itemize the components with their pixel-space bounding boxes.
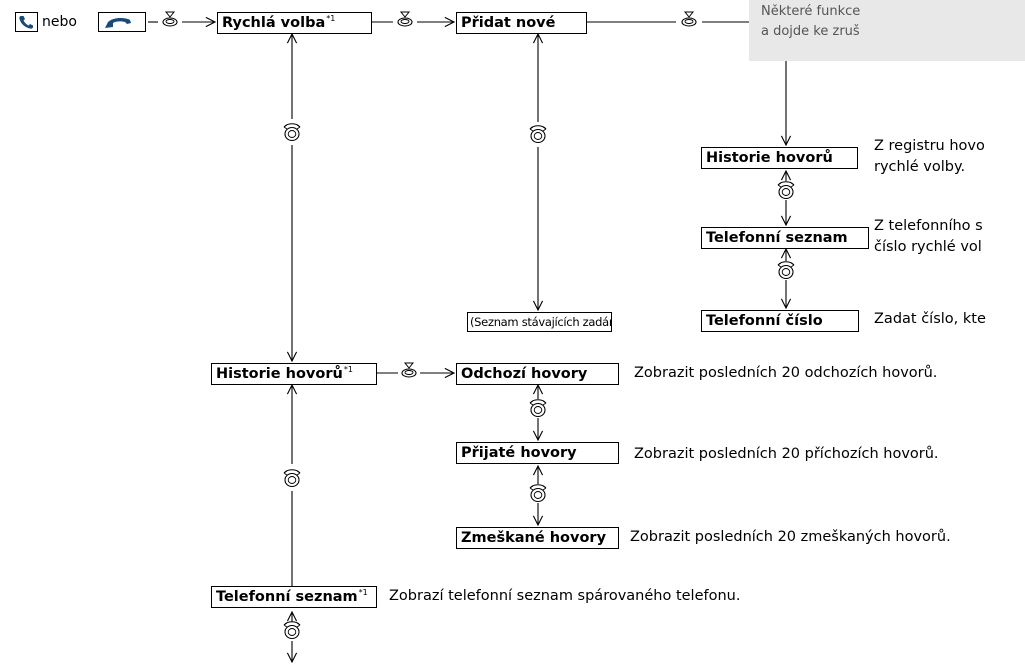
phonebook-label: Telefonní seznam	[216, 589, 358, 605]
phone-number-box: Telefonní číslo	[701, 310, 859, 332]
add-new-box: Přidat nové	[456, 12, 587, 34]
phonebook-sub-box: Telefonní seznam	[701, 227, 869, 249]
note-panel: Některé funkce a dojde ke zruš	[749, 0, 1025, 61]
speed-dial-box: Rychlá volba*1	[217, 12, 372, 34]
call-history-sub-label: Historie hovorů	[706, 150, 833, 166]
outgoing-calls-desc: Zobrazit posledních 20 odchozích hovorů.	[634, 365, 938, 381]
phone-number-label: Telefonní číslo	[706, 313, 823, 329]
knob-rotate-icon	[529, 399, 547, 418]
outgoing-calls-label: Odchozí hovory	[461, 366, 588, 382]
phonebook-sub-desc-1: Z telefonního s	[874, 218, 983, 234]
phone-icon	[15, 12, 38, 32]
phone-number-desc: Zadat číslo, kte	[874, 311, 986, 327]
note-line-2: a dojde ke zruš	[761, 24, 860, 39]
vertical-scroll-arrows	[292, 34, 786, 662]
knob-rotate-icon	[283, 621, 301, 640]
footnote-mark: *1	[358, 588, 368, 597]
phonebook-box: Telefonní seznam*1	[211, 586, 377, 608]
outgoing-calls-box: Odchozí hovory	[456, 363, 619, 385]
knob-rotate-icon	[777, 261, 795, 280]
add-new-label: Přidat nové	[461, 15, 556, 31]
call-history-label: Historie hovorů	[216, 366, 343, 382]
phonebook-sub-desc-2: číslo rychlé vol	[874, 239, 982, 255]
knob-rotate-icon	[283, 469, 301, 488]
received-calls-desc: Zobrazit posledních 20 příchozích hovorů…	[634, 446, 939, 462]
existing-entries-label: (Seznam stávajících zadání)	[470, 315, 612, 329]
or-text: nebo	[42, 14, 77, 30]
missed-calls-label: Zmeškané hovory	[461, 530, 607, 546]
knob-press-icon	[681, 11, 697, 27]
knob-press-icon	[401, 362, 417, 378]
knob-rotate-icon	[283, 123, 301, 142]
knob-rotate-icon	[529, 125, 547, 144]
existing-entries-box: (Seznam stávajících zadání)	[467, 312, 612, 332]
knob-rotate-icon	[777, 181, 795, 200]
note-line-1: Některé funkce	[761, 4, 861, 19]
received-calls-box: Přijaté hovory	[456, 442, 619, 464]
missed-calls-desc: Zobrazit posledních 20 zmeškaných hovorů…	[630, 529, 951, 545]
footnote-mark: *1	[343, 365, 353, 374]
speed-dial-label: Rychlá volba	[222, 15, 326, 31]
call-history-box: Historie hovorů*1	[211, 363, 377, 385]
phonebook-desc: Zobrazí telefonní seznam spárovaného tel…	[389, 588, 741, 604]
call-history-sub-desc-2: rychlé volby.	[874, 159, 966, 175]
phonebook-sub-label: Telefonní seznam	[706, 230, 848, 246]
received-calls-label: Přijaté hovory	[461, 445, 577, 461]
knob-rotate-icon	[529, 484, 547, 503]
handset-icon	[98, 12, 146, 32]
knob-press-icon	[397, 11, 413, 27]
call-history-sub-desc-1: Z registru hovo	[874, 138, 985, 154]
footnote-mark: *1	[326, 14, 336, 23]
missed-calls-box: Zmeškané hovory	[456, 527, 619, 549]
call-history-sub-box: Historie hovorů	[701, 147, 858, 169]
knob-press-icon	[162, 11, 178, 27]
